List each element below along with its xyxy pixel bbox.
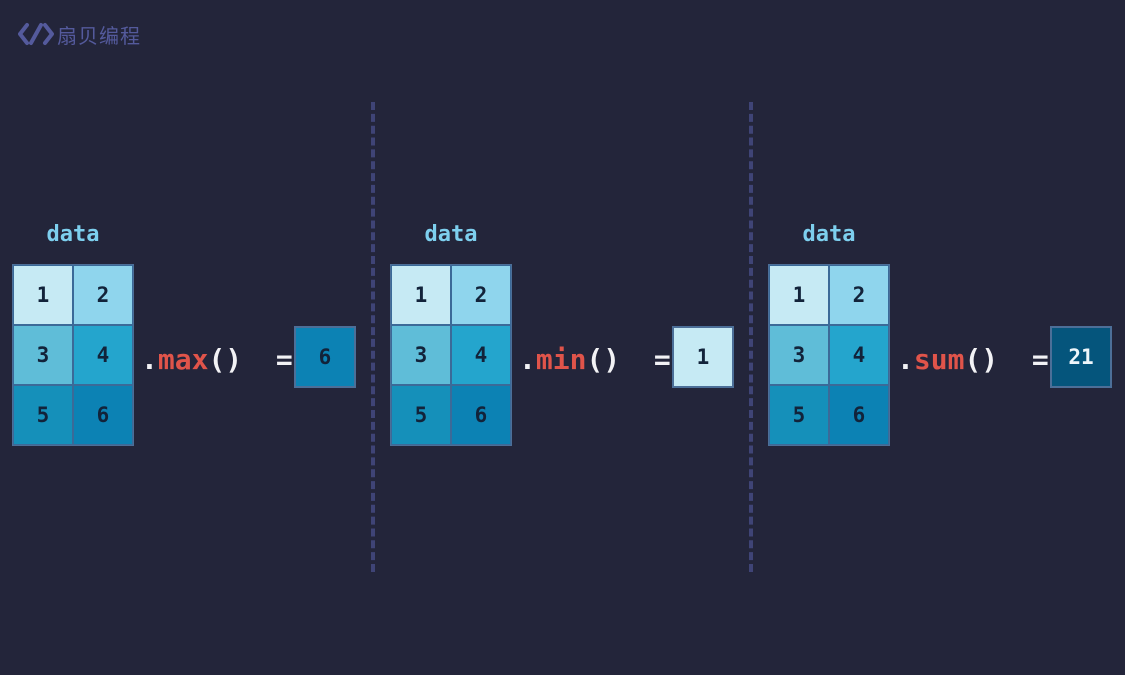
array-cell: 1 <box>391 265 451 325</box>
array-cell: 6 <box>451 385 511 445</box>
sum-panel: data 1 2 3 4 5 6 .sum() = 21 <box>768 222 1125 452</box>
array-cell: 3 <box>13 325 73 385</box>
array-cell: 2 <box>73 265 133 325</box>
array-cell: 6 <box>73 385 133 445</box>
function-name: sum <box>913 342 965 376</box>
result-cell: 1 <box>672 326 734 388</box>
array-cell: 6 <box>829 385 889 445</box>
array-cell: 4 <box>829 325 889 385</box>
dashed-divider <box>749 102 753 572</box>
data-array-grid: 1 2 3 4 5 6 <box>768 264 890 446</box>
array-cell: 4 <box>451 325 511 385</box>
logo-text: 扇贝编程 <box>57 23 141 48</box>
array-cell: 5 <box>769 385 829 445</box>
data-array-grid: 1 2 3 4 5 6 <box>390 264 512 446</box>
result-cell: 21 <box>1050 326 1112 388</box>
min-panel: data 1 2 3 4 5 6 .min() = 1 <box>390 222 750 452</box>
array-cell: 2 <box>451 265 511 325</box>
logo: 扇贝编程 <box>18 19 141 49</box>
array-cell: 1 <box>769 265 829 325</box>
array-cell: 1 <box>13 265 73 325</box>
array-label: data <box>424 222 478 247</box>
array-cell: 3 <box>391 325 451 385</box>
method-call: .sum() = <box>897 334 1049 384</box>
array-cell: 4 <box>73 325 133 385</box>
result-cell: 6 <box>294 326 356 388</box>
method-call: .min() = <box>519 334 671 384</box>
data-array-grid: 1 2 3 4 5 6 <box>12 264 134 446</box>
call-suffix: () = <box>964 342 1049 376</box>
method-dot: . <box>897 342 914 376</box>
code-brackets-icon <box>18 23 54 45</box>
max-panel: data 1 2 3 4 5 6 .max() = 6 <box>12 222 372 452</box>
method-call: .max() = <box>141 334 293 384</box>
call-suffix: () = <box>208 342 293 376</box>
function-name: min <box>535 342 587 376</box>
call-suffix: () = <box>586 342 671 376</box>
array-cell: 5 <box>13 385 73 445</box>
method-dot: . <box>519 342 536 376</box>
function-name: max <box>157 342 209 376</box>
array-cell: 5 <box>391 385 451 445</box>
dashed-divider <box>371 102 375 572</box>
array-label: data <box>802 222 856 247</box>
array-cell: 3 <box>769 325 829 385</box>
array-cell: 2 <box>829 265 889 325</box>
array-label: data <box>46 222 100 247</box>
method-dot: . <box>141 342 158 376</box>
